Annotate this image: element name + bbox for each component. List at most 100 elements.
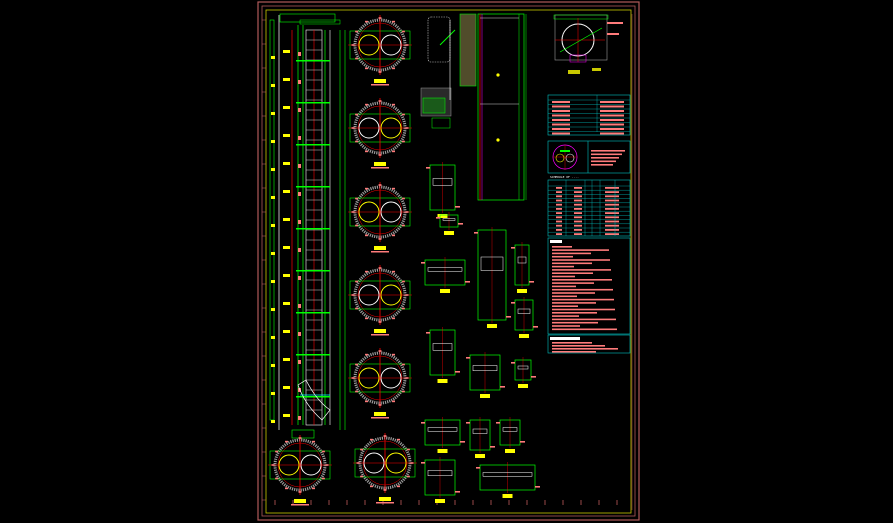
- elevation-tag: [283, 386, 290, 389]
- section-title: [374, 162, 386, 166]
- tall-column-view: [269, 13, 346, 439]
- dimension-mark: [298, 108, 301, 112]
- dimension-mark: [355, 140, 359, 143]
- table-cell-text: [556, 208, 562, 210]
- table-cell-text: [605, 229, 619, 231]
- round-section-view: [353, 433, 417, 504]
- table-cell-text: [552, 119, 570, 121]
- detail-view: [474, 227, 511, 328]
- table-cell-text: [605, 212, 619, 214]
- dimension-mark: [360, 448, 364, 451]
- detail-title: [480, 394, 490, 398]
- dimension-mark: [378, 267, 382, 269]
- elevation-tag: [283, 78, 290, 81]
- dimension-mark: [401, 197, 405, 200]
- table-cell-text: [556, 212, 562, 214]
- dimension-mark: [397, 438, 400, 441]
- elevation-tag: [283, 134, 290, 137]
- dimension-mark: [465, 281, 470, 283]
- round-section-view: [348, 265, 412, 336]
- elevation-tag: [271, 196, 275, 199]
- sheet-frame-mid: [261, 5, 636, 517]
- elevation-tag: [283, 162, 290, 165]
- detail-title: [487, 324, 497, 328]
- detail-part: [502, 427, 518, 432]
- note-line: [552, 295, 577, 298]
- table-cell-text: [574, 208, 582, 210]
- note-line: [552, 252, 591, 255]
- dimension-mark: [378, 404, 382, 406]
- dimension-mark: [426, 332, 430, 334]
- elevation-tag: [271, 308, 275, 311]
- note-line: [552, 272, 593, 274]
- round-section-view: [348, 15, 412, 86]
- dimension-mark: [466, 422, 470, 424]
- dimension-mark: [401, 363, 405, 366]
- dimension-mark: [506, 316, 511, 318]
- elevation-tag: [271, 84, 275, 87]
- dimension-mark: [421, 462, 425, 464]
- note-line: [552, 328, 617, 331]
- dimension-mark: [511, 247, 515, 249]
- table-cell-text: [600, 114, 624, 117]
- dimension-mark: [365, 150, 368, 153]
- dimension-mark: [321, 477, 325, 480]
- table-cell-text: [574, 187, 582, 189]
- table-cell-text: [556, 199, 562, 202]
- detail-title: [437, 449, 448, 453]
- dimension-mark: [298, 388, 301, 392]
- note-line: [552, 325, 580, 327]
- detail-view: [421, 257, 470, 293]
- table-cell-text: [574, 199, 582, 202]
- dimension-mark: [535, 486, 540, 488]
- table-cell-text: [574, 220, 582, 223]
- dimension-mark: [392, 400, 395, 403]
- dimension-mark: [378, 184, 382, 186]
- dimension-mark: [351, 211, 355, 213]
- dimension-mark: [383, 435, 387, 437]
- table-cell-text: [605, 191, 619, 193]
- dimension-mark: [436, 217, 440, 219]
- dimension-mark: [531, 376, 536, 378]
- table-cell-text: [552, 123, 570, 126]
- dimension-mark: [405, 44, 409, 46]
- elevation-tag: [271, 420, 275, 423]
- dimension-mark: [401, 307, 405, 310]
- dimension-mark: [455, 206, 460, 208]
- detail-part: [442, 218, 456, 221]
- table-cell-text: [556, 187, 562, 189]
- dimension-mark: [365, 103, 368, 106]
- dimension-mark: [460, 441, 465, 443]
- note-line: [552, 302, 596, 304]
- detail-title: [518, 384, 528, 388]
- table-cell-text: [605, 220, 619, 223]
- detail-title: [444, 231, 454, 235]
- dimension-mark: [520, 441, 525, 443]
- dimension-mark: [458, 223, 463, 225]
- detail-title: [435, 499, 445, 503]
- note-line: [552, 285, 576, 288]
- section-title: [374, 412, 386, 416]
- note-line: [552, 321, 598, 324]
- table-cell-text: [605, 224, 619, 227]
- reference-drawings: [547, 334, 631, 354]
- elevation-tag: [271, 224, 275, 227]
- dimension-mark: [275, 477, 279, 480]
- table-cell-text: [556, 191, 562, 193]
- reference-line: [552, 351, 596, 353]
- keyplan-note: [591, 153, 622, 156]
- round-section-views: [268, 15, 417, 506]
- table-cell-text: [574, 216, 582, 219]
- table-cell-text: [600, 101, 624, 103]
- table-cell-text: [600, 123, 624, 126]
- dimension-mark: [378, 100, 382, 102]
- dimension-mark: [392, 67, 395, 70]
- dimension-mark: [466, 357, 470, 359]
- section-scale: [371, 84, 389, 86]
- detail-part: [432, 343, 453, 351]
- dimension-mark: [298, 220, 301, 224]
- dimension-mark: [365, 187, 368, 190]
- dimension-mark: [325, 464, 329, 466]
- dimension-mark: [355, 30, 359, 33]
